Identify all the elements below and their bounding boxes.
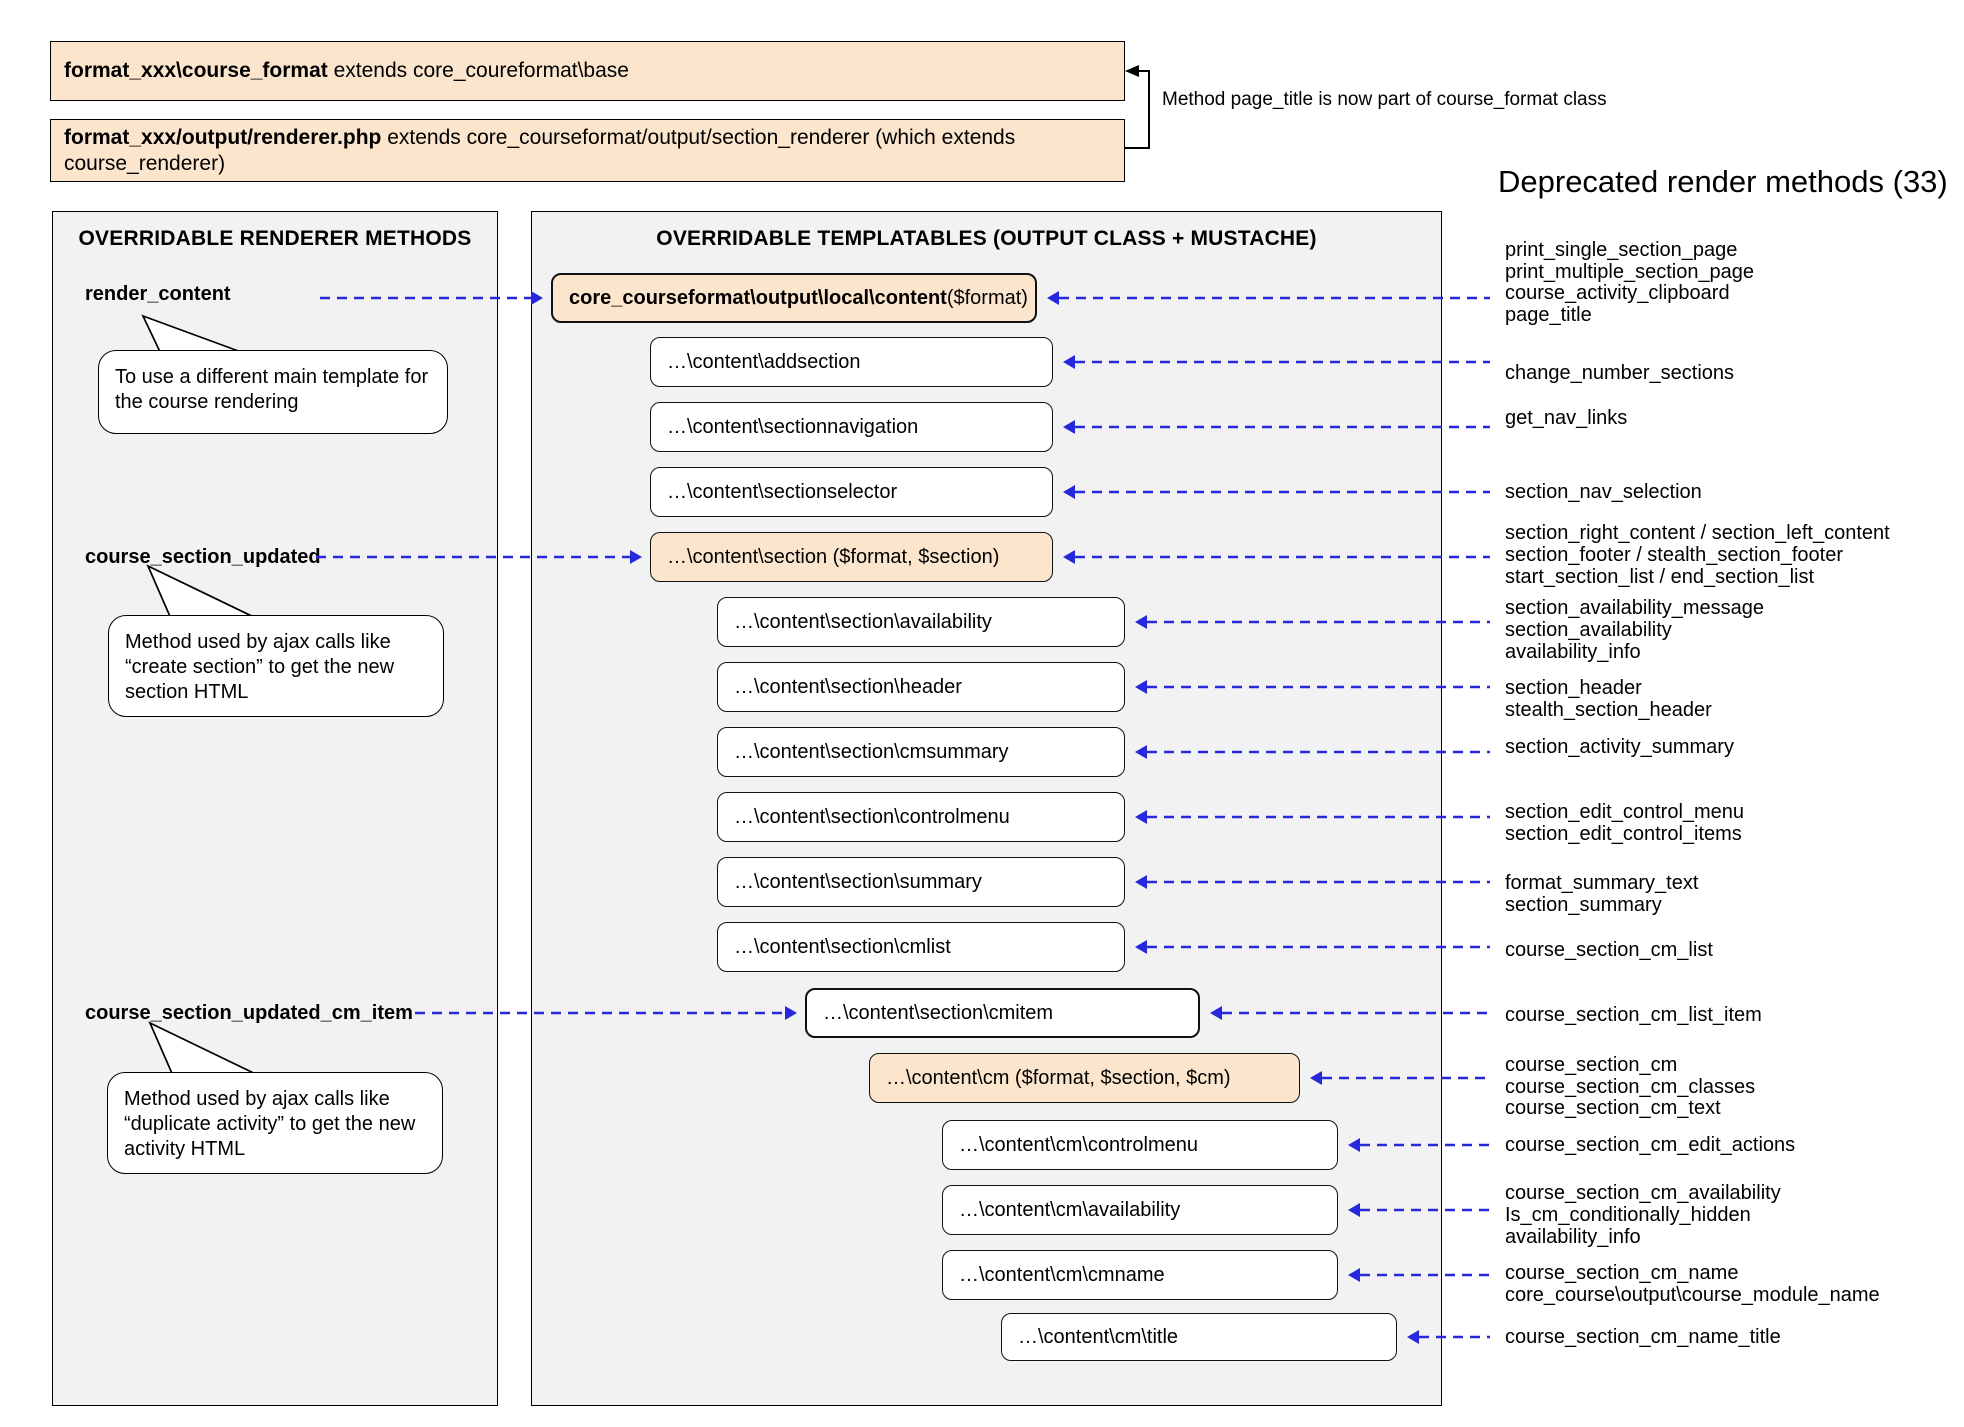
deprecated-item: availability_info: [1505, 641, 1641, 663]
templatable-content: core_courseformat\output\local\content (…: [551, 273, 1037, 323]
deprecated-item: section_footer / stealth_section_footer: [1505, 544, 1843, 566]
deprecated-item: get_nav_links: [1505, 407, 1628, 429]
templatable-cm: …\content\cm ($format, $section, $cm): [869, 1053, 1300, 1103]
deprecated-item: page_title: [1505, 304, 1592, 326]
bracket-connector: [1124, 70, 1150, 149]
templatable-addsection: …\content\addsection: [650, 337, 1053, 387]
deprecated-item: Is_cm_conditionally_hidden: [1505, 1204, 1751, 1226]
deprecated-item: section_summary: [1505, 894, 1662, 916]
deprecated-item: course_section_cm_text: [1505, 1097, 1721, 1119]
deprecated-item: course_section_cm_list: [1505, 939, 1713, 961]
templatable-cm-controlmenu: …\content\cm\controlmenu: [942, 1120, 1338, 1170]
templatable-cm-cmname: …\content\cm\cmname: [942, 1250, 1338, 1300]
deprecated-item: section_nav_selection: [1505, 481, 1702, 503]
templatable-content-param: ($format): [946, 286, 1028, 309]
class-box-renderer-bold: format_xxx/output/renderer.php: [64, 126, 382, 149]
note-bubble-render-content: To use a different main template for the…: [98, 350, 448, 434]
deprecated-item: stealth_section_header: [1505, 699, 1712, 721]
bracket-arrowhead: [1125, 65, 1139, 77]
bracket-note: Method page_title is now part of course_…: [1162, 89, 1607, 110]
templatable-content-bold: core_courseformat\output\local\content: [569, 286, 947, 309]
deprecated-item: course_activity_clipboard: [1505, 282, 1730, 304]
templatable-sectionselector: …\content\sectionselector: [650, 467, 1053, 517]
deprecated-item: section_edit_control_menu: [1505, 801, 1745, 823]
templatable-section-cmsummary: …\content\section\cmsummary: [717, 727, 1125, 777]
deprecated-item: print_single_section_page: [1505, 239, 1738, 261]
deprecated-item: course_section_cm_edit_actions: [1505, 1134, 1796, 1156]
deprecated-item: course_section_cm_classes: [1505, 1076, 1756, 1098]
method-label-course-section-updated-cm-item: course_section_updated_cm_item: [85, 1002, 413, 1024]
deprecated-item: change_number_sections: [1505, 362, 1735, 384]
method-label-render-content: render_content: [85, 283, 231, 305]
templatable-section-cmlist: …\content\section\cmlist: [717, 922, 1125, 972]
templatable-section: …\content\section ($format, $section): [650, 532, 1053, 582]
deprecated-item: format_summary_text: [1505, 872, 1699, 894]
templatable-sectionnavigation: …\content\sectionnavigation: [650, 402, 1053, 452]
deprecated-item: core_course\output\course_module_name: [1505, 1284, 1880, 1306]
class-box-course-format-bold: format_xxx\course_format: [64, 59, 328, 82]
templatable-section-summary: …\content\section\summary: [717, 857, 1125, 907]
deprecated-item: section_activity_summary: [1505, 736, 1734, 758]
deprecated-title: Deprecated render methods (33): [1498, 164, 1948, 199]
templatable-cm-availability: …\content\cm\availability: [942, 1185, 1338, 1235]
class-box-course-format-rest: extends core_coureformat\base: [327, 59, 629, 82]
templatable-section-cmitem: …\content\section\cmitem: [805, 988, 1200, 1038]
templatable-section-controlmenu: …\content\section\controlmenu: [717, 792, 1125, 842]
deprecated-item: section_right_content / section_left_con…: [1505, 522, 1890, 544]
deprecated-item: course_section_cm_availability: [1505, 1182, 1781, 1204]
templatable-cm-title: …\content\cm\title: [1001, 1313, 1397, 1361]
note-bubble-course-section-updated-cm-item: Method used by ajax calls like “duplicat…: [107, 1072, 443, 1174]
templatables-panel-title: OVERRIDABLE TEMPLATABLES (OUTPUT CLASS +…: [656, 227, 1317, 250]
deprecated-item: start_section_list / end_section_list: [1505, 566, 1815, 588]
method-label-course-section-updated: course_section_updated: [85, 546, 321, 568]
deprecated-item: print_multiple_section_page: [1505, 261, 1755, 283]
deprecated-item: section_edit_control_items: [1505, 823, 1742, 845]
deprecated-item: section_header: [1505, 677, 1642, 699]
deprecated-item: course_section_cm_name_title: [1505, 1326, 1781, 1348]
templatable-section-header: …\content\section\header: [717, 662, 1125, 712]
deprecated-item: course_section_cm: [1505, 1054, 1678, 1076]
deprecated-item: section_availability: [1505, 619, 1672, 641]
class-box-course-format: format_xxx\course_format extends core_co…: [50, 41, 1125, 101]
templatable-section-availability: …\content\section\availability: [717, 597, 1125, 647]
renderer-methods-panel-title: OVERRIDABLE RENDERER METHODS: [78, 227, 472, 250]
deprecated-item: availability_info: [1505, 1226, 1641, 1248]
deprecated-item: course_section_cm_list_item: [1505, 1004, 1762, 1026]
note-bubble-course-section-updated: Method used by ajax calls like “create s…: [108, 615, 444, 717]
deprecated-item: course_section_cm_name: [1505, 1262, 1739, 1284]
deprecated-item: section_availability_message: [1505, 597, 1765, 619]
class-box-renderer-rest: extends core_courseformat/output/section…: [64, 126, 1016, 175]
class-box-renderer: format_xxx/output/renderer.php extends c…: [50, 119, 1125, 182]
